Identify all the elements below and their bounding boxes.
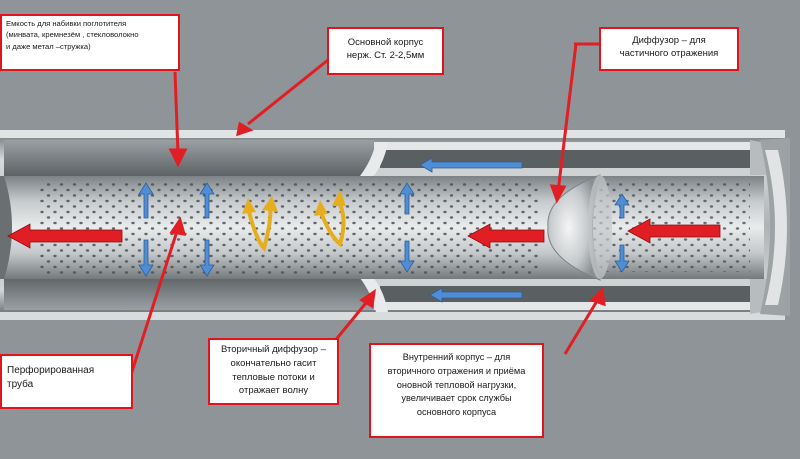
secondary-diffuser-label: Вторичный диффузор – окончательно гасит …	[208, 338, 339, 405]
cone-diffuser	[547, 174, 612, 281]
absorber-chamber-label: Емкость для набивки поглотителя (минвата…	[0, 14, 180, 71]
flow-arrows	[7, 218, 721, 249]
swirl-arrows	[246, 198, 346, 252]
diffuser-label: Диффузор – для частичного отражения	[599, 27, 739, 71]
swirl-arrowheads	[242, 190, 346, 216]
inner-body-label: Внутренний корпус – для вторичного отраж…	[369, 343, 544, 438]
end-cap	[760, 138, 790, 316]
perforated-pipe-label: Перфорированная труба	[0, 354, 133, 409]
callout-leaders	[126, 42, 606, 385]
pressure-arrows	[138, 157, 630, 303]
main-body-label: Основной корпус нерж. Ст. 2-2,5мм	[327, 27, 444, 75]
